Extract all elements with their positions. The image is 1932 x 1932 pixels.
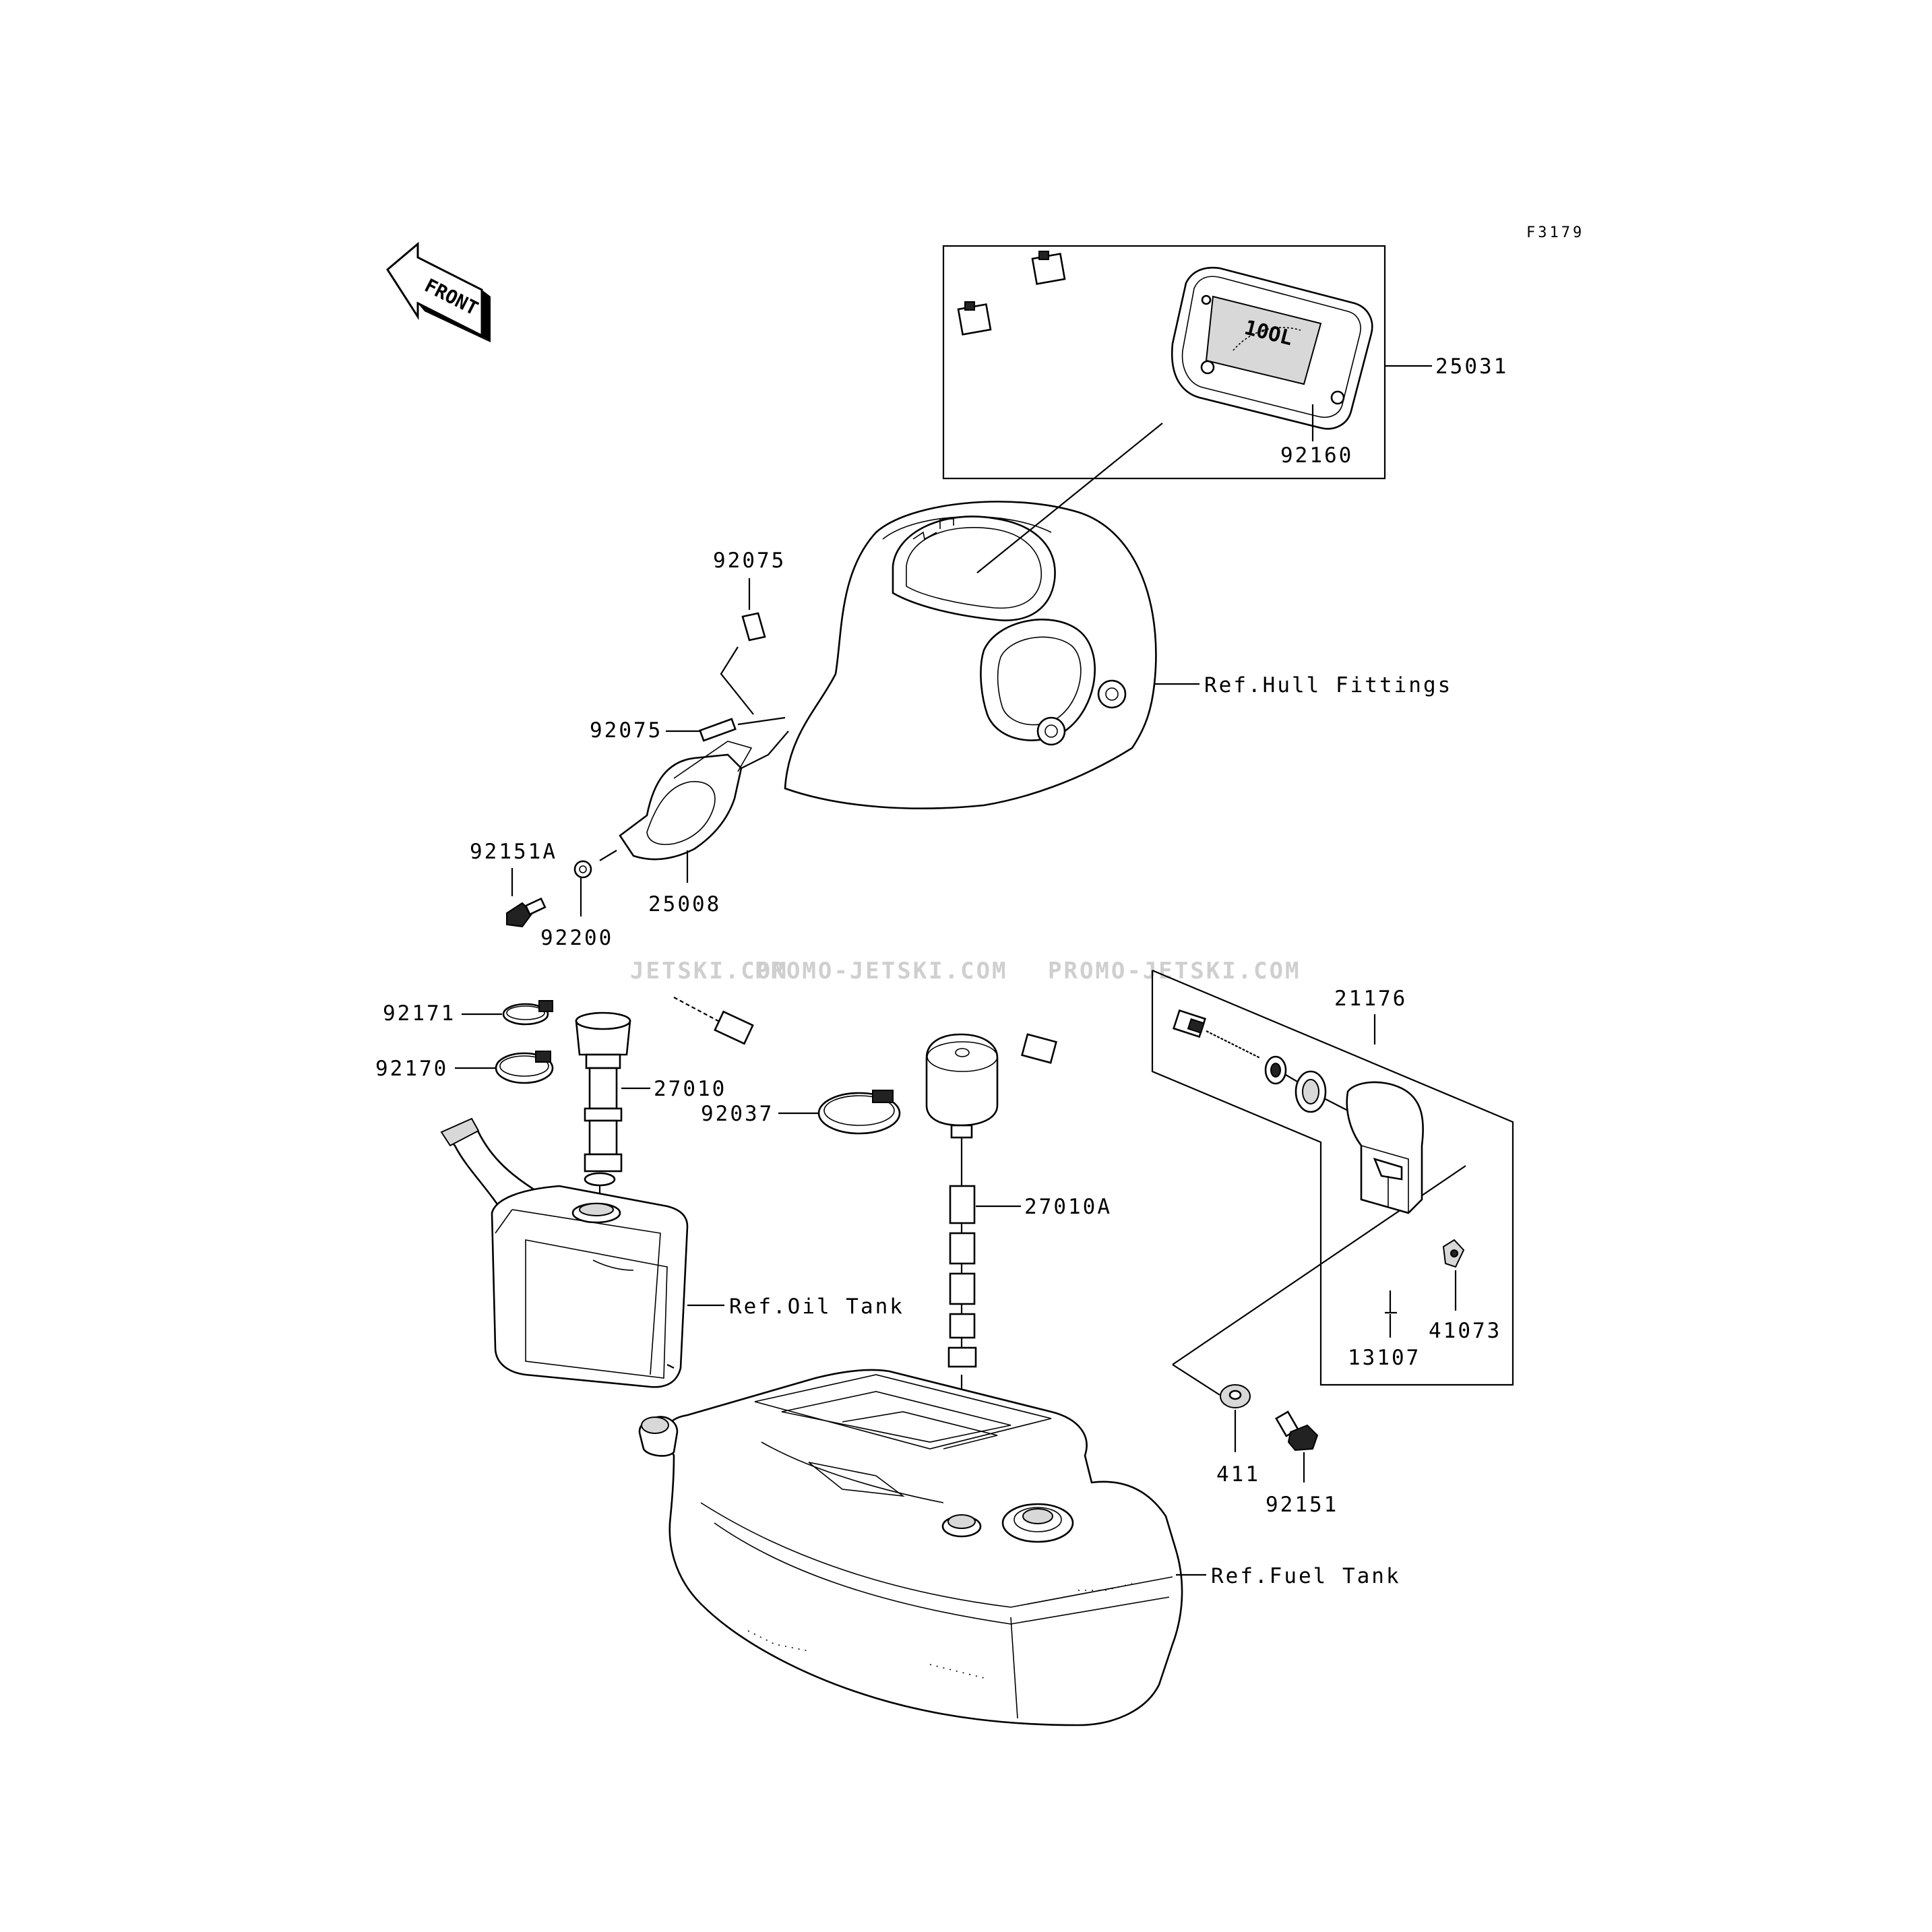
- part-label-92171: 92171: [383, 1001, 456, 1026]
- part-label-27010A: 27010A: [1024, 1195, 1112, 1219]
- part-label-25031: 25031: [1435, 354, 1508, 379]
- ref-hull-fittings: Ref.Hull Fittings: [1204, 673, 1452, 697]
- hose-clamp-large-icon: [495, 1051, 554, 1084]
- bolt-icon: [506, 897, 547, 928]
- sensor-bracket: [619, 730, 789, 861]
- oil-level-sensor: [575, 983, 754, 1220]
- temp-switch-assembly: [1173, 1009, 1424, 1214]
- svg-text:PROMO-JETSKI.COM: PROMO-JETSKI.COM: [755, 958, 1008, 985]
- svg-text:PROMO-JETSKI.COM: PROMO-JETSKI.COM: [1048, 958, 1301, 985]
- part-label-13107: 13107: [1348, 1346, 1421, 1370]
- part-label-92151A: 92151A: [470, 840, 557, 864]
- part-label-21176: 21176: [1334, 987, 1407, 1011]
- diagram-code: F3179: [1526, 224, 1584, 241]
- part-label-27010: 27010: [654, 1077, 726, 1101]
- washer-411-icon: [1220, 1384, 1251, 1408]
- part-label-92160: 92160: [1280, 443, 1353, 468]
- hull-console: [784, 501, 1157, 809]
- ref-fuel-tank: Ref.Fuel Tank: [1211, 1564, 1401, 1588]
- sensor-clip-icon: [741, 612, 766, 642]
- washer-icon: [573, 860, 592, 879]
- watermark: JETSKI.COM: [630, 958, 788, 985]
- part-label-92151: 92151: [1266, 1493, 1338, 1517]
- part-label-92200: 92200: [540, 926, 613, 950]
- sensor-pin-icon: [699, 718, 737, 742]
- part-label-92075-top: 92075: [713, 549, 786, 573]
- meter-assembly: 10OL: [957, 251, 1373, 430]
- oil-tank: [440, 1117, 689, 1388]
- part-label-41073: 41073: [1429, 1319, 1501, 1343]
- part-label-25008: 25008: [648, 892, 721, 916]
- connector-icon: [957, 251, 1066, 336]
- part-label-92075-mid: 92075: [590, 718, 662, 743]
- ref-oil-tank: Ref.Oil Tank: [729, 1295, 904, 1319]
- hose-clamp-small-icon: [502, 1000, 553, 1026]
- meter-display: [1205, 295, 1322, 385]
- fuel-tank: [638, 1369, 1183, 1726]
- part-label-92170: 92170: [375, 1057, 448, 1081]
- part-label-92037: 92037: [701, 1102, 774, 1126]
- meter-box: [942, 245, 1386, 480]
- part-label-411: 411: [1216, 1462, 1260, 1487]
- switch-assembly-box: [1151, 969, 1514, 1386]
- hose-clamp-fuel-icon: [817, 1090, 901, 1135]
- bolt-92151-icon: [1275, 1410, 1319, 1452]
- meter-install-line: [976, 423, 1163, 573]
- front-arrow-icon: FRONT: [386, 241, 491, 342]
- clip-41073-icon: [1442, 1239, 1465, 1268]
- console-switch-hole: [1097, 679, 1127, 709]
